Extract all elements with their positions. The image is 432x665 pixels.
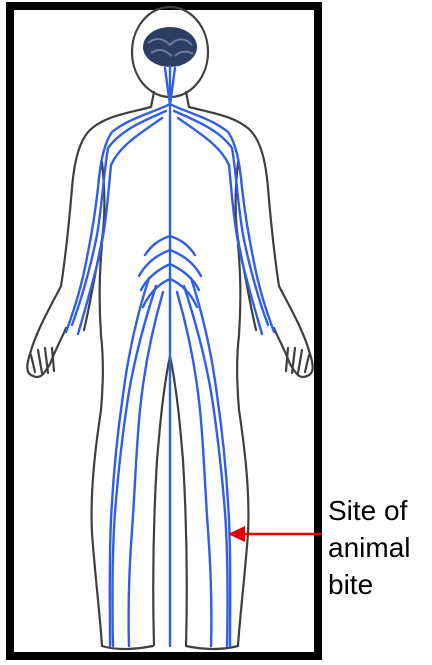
brain-shape: [143, 27, 197, 67]
annotation-label: Site of animal bite: [328, 492, 428, 603]
figure-border: [10, 6, 318, 656]
brain-icon: [143, 27, 197, 67]
